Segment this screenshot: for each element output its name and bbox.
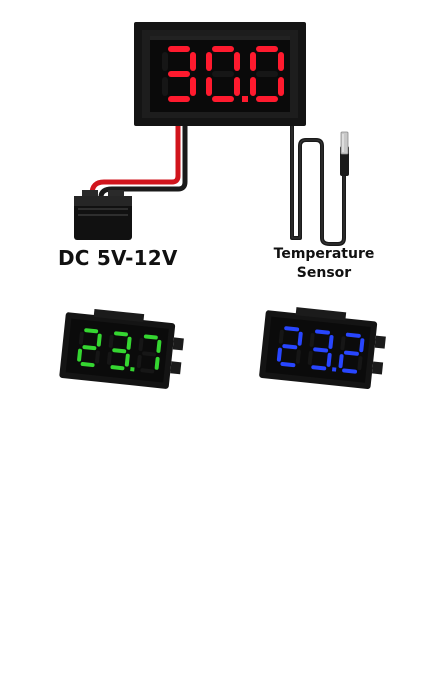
segment-a [168, 46, 190, 52]
segment-g [282, 344, 298, 350]
segment-d [212, 96, 234, 102]
segment-c [124, 353, 130, 367]
segment-d [168, 96, 190, 102]
segment-e [338, 354, 344, 369]
segment-f [340, 336, 346, 351]
segment-f [138, 338, 144, 351]
segment-e [77, 348, 83, 362]
main-display [134, 22, 306, 126]
segment-d [256, 96, 278, 102]
segment-d [80, 362, 95, 368]
segment-b [278, 52, 284, 71]
segment-b [297, 331, 303, 346]
segment-g [212, 71, 234, 77]
segment-f [250, 52, 256, 71]
segment-g [313, 347, 329, 353]
segment-b [96, 333, 102, 347]
segment-b [126, 336, 132, 350]
segment-f [278, 329, 284, 344]
segment-e [136, 354, 142, 368]
segment-a [284, 326, 300, 332]
segment-c [295, 349, 301, 364]
segment-g [168, 71, 190, 77]
segment-a [143, 334, 158, 340]
segment-f [78, 331, 84, 345]
blue-display-digits [276, 326, 365, 374]
battery [74, 190, 132, 240]
sensor-label-line1: Temperature [273, 246, 375, 262]
segment-a [114, 331, 128, 337]
segment-f [108, 334, 114, 348]
segment-d [140, 368, 155, 374]
segment-e [307, 350, 313, 365]
segment-c [190, 77, 196, 96]
segment-a [345, 332, 361, 338]
segment-c [326, 352, 332, 367]
decimal-point [331, 367, 337, 372]
segment-d [280, 362, 296, 368]
segment-b [328, 334, 334, 349]
sensor-label-line2: Sensor [296, 265, 352, 281]
segment-e [106, 351, 112, 365]
segment-a [212, 46, 234, 52]
segment-a [84, 328, 99, 334]
sensor-label: Temperature Sensor [268, 245, 380, 283]
green-display [59, 308, 184, 389]
segment-g [82, 345, 97, 351]
main-display-digits [162, 46, 284, 102]
sensor-cable [290, 122, 346, 246]
segment-d [110, 365, 125, 371]
segment-g [142, 351, 157, 357]
blue-display [259, 307, 386, 390]
temperature-probe [340, 131, 349, 176]
segment-c [234, 77, 240, 96]
power-wires [89, 119, 188, 200]
power-label: DC 5V-12V [58, 246, 178, 270]
decimal-point [130, 367, 135, 372]
segment-b [234, 52, 240, 71]
segment-e [250, 77, 256, 96]
segment-b [359, 338, 365, 353]
segment-d [311, 365, 327, 371]
segment-c [278, 77, 284, 96]
segment-c [357, 356, 363, 371]
segment-g [343, 350, 359, 356]
segment-f [206, 52, 212, 71]
segment-d [342, 368, 358, 374]
segment-a [315, 329, 330, 335]
segment-a [256, 46, 278, 52]
segment-c [94, 350, 100, 364]
segment-e [162, 77, 168, 96]
decimal-point [242, 96, 248, 102]
segment-f [309, 333, 315, 347]
segment-g [256, 71, 278, 77]
segment-e [206, 77, 212, 96]
segment-b [156, 339, 162, 353]
green-display-digits [77, 328, 162, 374]
segment-b [190, 52, 196, 71]
segment-e [276, 347, 282, 362]
segment-f [162, 52, 168, 71]
segment-c [154, 356, 160, 370]
segment-g [112, 348, 127, 354]
